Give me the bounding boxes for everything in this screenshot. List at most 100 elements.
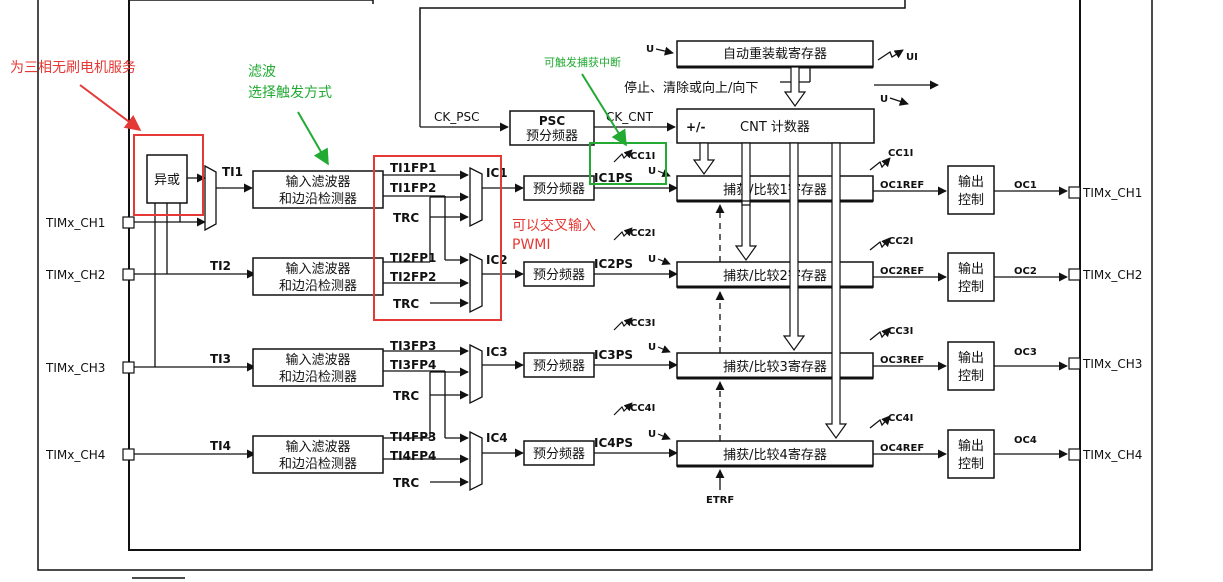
cc4-label: 捕获/比较4寄存器: [723, 447, 827, 463]
fp-routing: [383, 170, 469, 487]
mux-to-prescaler: [482, 183, 524, 458]
filter4-line2: 和边沿检测器: [279, 457, 357, 472]
cc3i-in-label: CC3I: [630, 318, 655, 329]
cnt-sign: +/-: [686, 120, 705, 134]
ck-cnt-label: CK_CNT: [606, 110, 654, 124]
pin-out-ch2-square[interactable]: [1068, 268, 1081, 281]
pin-out-ch3-square[interactable]: [1068, 357, 1081, 370]
cnt-block: [676, 108, 875, 144]
cci-labels: CC1I CC2I CC3I CC4I U U U U: [630, 151, 656, 440]
cross-input-highlight-box: [373, 155, 502, 321]
ic-muxes: [469, 166, 483, 492]
cc1i-out-label: CC1I: [888, 148, 913, 159]
fp-labels: TI1FP1 TI1FP2 TI2FP1 TI2FP2 TI3FP3 TI3FP…: [390, 161, 436, 490]
pin-out-ch2-label: TIMx_CH2: [1082, 268, 1142, 282]
pin-out-ch3-label: TIMx_CH3: [1082, 357, 1142, 371]
filter3-line2: 和边沿检测器: [279, 370, 357, 385]
ic1ps-label: IC1PS: [594, 171, 633, 185]
etrf-label: ETRF: [706, 495, 734, 506]
ti2-label: TI2: [210, 259, 231, 273]
oc1-ctrl-l2: 控制: [958, 193, 984, 208]
filter1-line2: 和边沿检测器: [279, 192, 357, 207]
icps-labels: IC1PS IC2PS IC3PS IC4PS: [594, 171, 633, 450]
ocref-labels: OC1REF OC2REF OC3REF OC4REF CC1I CC2I CC…: [880, 148, 1037, 454]
pin-ch3-square[interactable]: [122, 361, 135, 374]
u-arr-label: U: [646, 44, 654, 55]
oc3-ctrl-l1: 输出: [958, 350, 984, 366]
ti1fp2-label: TI1FP2: [390, 181, 436, 195]
input-filter-blocks: 输入滤波器 和边沿检测器 输入滤波器 和边沿检测器 输入滤波器 和边沿检测器 输…: [252, 170, 384, 474]
input-filter-1: [252, 170, 384, 209]
pin-ch1-square[interactable]: [122, 216, 135, 229]
auto-reload-block: [676, 40, 874, 68]
prescaler-to-cc: [594, 183, 678, 458]
ti1-label: TI1: [222, 165, 243, 179]
input-filter-3: [252, 348, 384, 387]
annotation-cross-1: 可以交叉输入: [512, 217, 596, 234]
input-wiring: [134, 164, 256, 459]
ti4-label: TI4: [210, 439, 231, 453]
psc-title: PSC: [539, 114, 565, 128]
oc4-label: OC4: [1014, 435, 1037, 446]
oc1ref-label: OC1REF: [880, 180, 924, 191]
ti3fp4-label: TI3FP4: [390, 358, 436, 372]
pin-ch1-label: TIMx_CH1: [45, 216, 105, 230]
xor-highlight-box: [133, 134, 204, 216]
stop-clear-label: 停止、清除或向上/向下: [624, 80, 758, 96]
auto-reload-label: 自动重装载寄存器: [723, 46, 827, 62]
output-ctrl-1: [947, 165, 995, 215]
ti1fp1-label: TI1FP1: [390, 161, 436, 175]
ti3-label: TI3: [210, 352, 231, 366]
filter3-line1: 输入滤波器: [285, 352, 350, 368]
prescaler-blocks: 预分频器 预分频器 预分频器 预分频器: [523, 175, 595, 466]
ic4ps-label: IC4PS: [594, 436, 633, 450]
xor-block: 异或: [146, 154, 188, 204]
pin-out-ch4-square[interactable]: [1068, 448, 1081, 461]
filter2-line2: 和边沿检测器: [279, 279, 357, 294]
ti4fp4-label: TI4FP4: [390, 449, 436, 463]
prescaler4-label: 预分频器: [533, 447, 585, 462]
oc3-label: OC3: [1014, 347, 1037, 358]
ic3-label: IC3: [486, 345, 508, 359]
hollow-arrows: [692, 66, 848, 440]
output-ctrl-3: [947, 341, 995, 391]
annotation-cross-2: PWMI: [512, 237, 551, 253]
oc2-ctrl-l2: 控制: [958, 280, 984, 295]
oc4-ctrl-l2: 控制: [958, 457, 984, 472]
cc1i-in-label: CC1I: [630, 151, 655, 162]
counter-wiring: [419, 46, 939, 132]
trc1-label: TRC: [393, 211, 419, 225]
pin-out-ch1-square[interactable]: [1068, 186, 1081, 199]
ic1-label: IC1: [486, 166, 508, 180]
prescaler2-label: 预分频器: [533, 268, 585, 283]
ti2fp1-label: TI2FP1: [390, 251, 436, 265]
pin-ch2-label: TIMx_CH2: [45, 268, 105, 282]
output-section: 输出 控制 输出 控制 输出 控制 输出 控制: [947, 165, 995, 479]
u-ic3-label: U: [648, 342, 656, 353]
pin-ch3-label: TIMx_CH3: [45, 361, 105, 375]
cnt-label: CNT 计数器: [740, 120, 810, 135]
filter2-line1: 输入滤波器: [285, 261, 350, 277]
pin-ch4-square[interactable]: [122, 448, 135, 461]
oc4ref-label: OC4REF: [880, 443, 924, 454]
pin-out-ch4-label: TIMx_CH4: [1082, 448, 1142, 462]
pin-out-ch1-label: TIMx_CH1: [1082, 186, 1142, 200]
ic2-label: IC2: [486, 253, 508, 267]
psc-block: [509, 110, 595, 146]
ic3ps-label: IC3PS: [594, 348, 633, 362]
u-upd-label: U: [880, 94, 888, 105]
oc1-ctrl-l1: 输出: [958, 174, 984, 190]
cc2i-out-label: CC2I: [888, 236, 913, 247]
oc3-ctrl-l2: 控制: [958, 369, 984, 384]
pin-ch2-square[interactable]: [122, 268, 135, 281]
ti2fp2-label: TI2FP2: [390, 270, 436, 284]
ui-label: UI: [906, 52, 918, 63]
ck-psc-label: CK_PSC: [434, 110, 479, 124]
cci-zigzags: [613, 149, 671, 440]
ti3fp3-label: TI3FP3: [390, 339, 436, 353]
trc4-label: TRC: [393, 476, 419, 490]
annotation-filter-1: 滤波: [248, 64, 276, 80]
input-filter-4: [252, 435, 384, 474]
trc3-label: TRC: [393, 389, 419, 403]
